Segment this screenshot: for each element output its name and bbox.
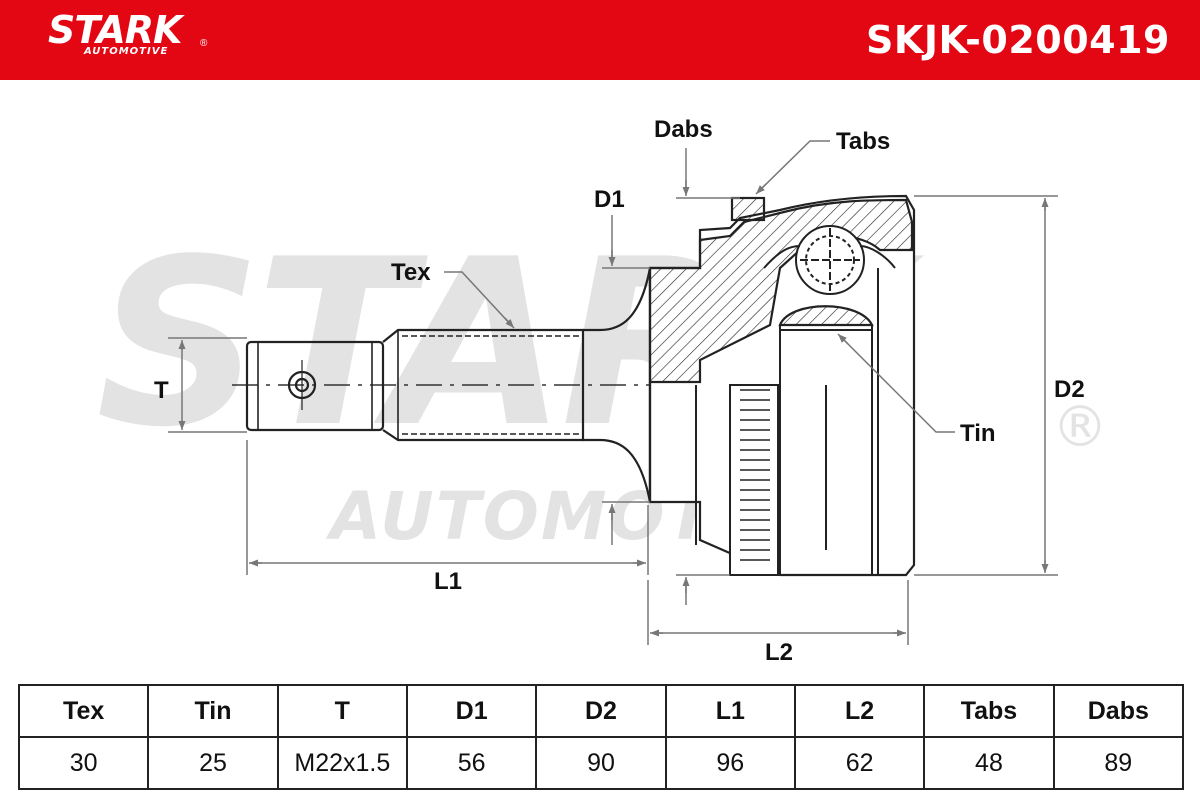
label-tin: Tin (960, 420, 996, 447)
spec-header-row: Tex Tin T D1 D2 L1 L2 Tabs Dabs (17, 684, 1185, 738)
ball-cage (763, 225, 896, 295)
spec-value-row: 30 25 M22x1.5 56 90 96 62 48 89 (17, 736, 1185, 790)
spec-value-dabs: 89 (1052, 736, 1185, 790)
label-dabs: Dabs (654, 116, 713, 143)
label-d1: D1 (594, 186, 625, 213)
registered-mark-icon: ® (200, 38, 208, 49)
header-bar: STARK AUTOMOTIVE ® SKJK-0200419 (0, 0, 1200, 80)
spec-header-tex: Tex (17, 684, 150, 738)
label-tabs: Tabs (836, 128, 891, 155)
spec-header-d2: D2 (535, 684, 667, 738)
spec-header-d1: D1 (405, 684, 538, 738)
leader-lines (444, 140, 955, 433)
brand-logo: STARK AUTOMOTIVE (48, 8, 182, 57)
abs-ring (695, 384, 779, 576)
spec-header-tin: Tin (147, 684, 279, 738)
spec-value-d2: 90 (535, 736, 667, 790)
inner-bore (779, 268, 879, 576)
label-l2: L2 (765, 639, 794, 666)
label-t: T (154, 377, 169, 404)
cv-joint-drawing (168, 140, 1058, 645)
spec-header-l1: L1 (664, 684, 796, 738)
brand-name: STARK (48, 8, 182, 52)
spec-header-tabs: Tabs (923, 684, 1055, 738)
watermark-registered-icon: ® (1052, 395, 1108, 460)
dimension-lines (168, 148, 1058, 645)
joint-housing (648, 194, 916, 577)
spec-header-l2: L2 (793, 684, 926, 738)
label-l1: L1 (434, 568, 463, 595)
spec-value-tabs: 48 (923, 736, 1055, 790)
spec-value-l2: 62 (793, 736, 926, 790)
spec-header-t: T (276, 684, 408, 738)
shaft-stub (245, 340, 385, 432)
spec-value-l1: 96 (664, 736, 796, 790)
spec-table: Tex Tin T D1 D2 L1 L2 Tabs Dabs 30 25 M2… (17, 684, 1185, 790)
part-number: SKJK-0200419 (866, 18, 1170, 62)
brand-subtitle: AUTOMOTIVE (84, 46, 169, 57)
label-tex: Tex (391, 259, 431, 286)
spec-value-d1: 56 (405, 736, 538, 790)
spec-header-dabs: Dabs (1052, 684, 1185, 738)
spec-value-tin: 25 (147, 736, 279, 790)
label-d2: D2 (1054, 376, 1085, 403)
spec-value-t: M22x1.5 (276, 736, 408, 790)
spec-value-tex: 30 (17, 736, 150, 790)
